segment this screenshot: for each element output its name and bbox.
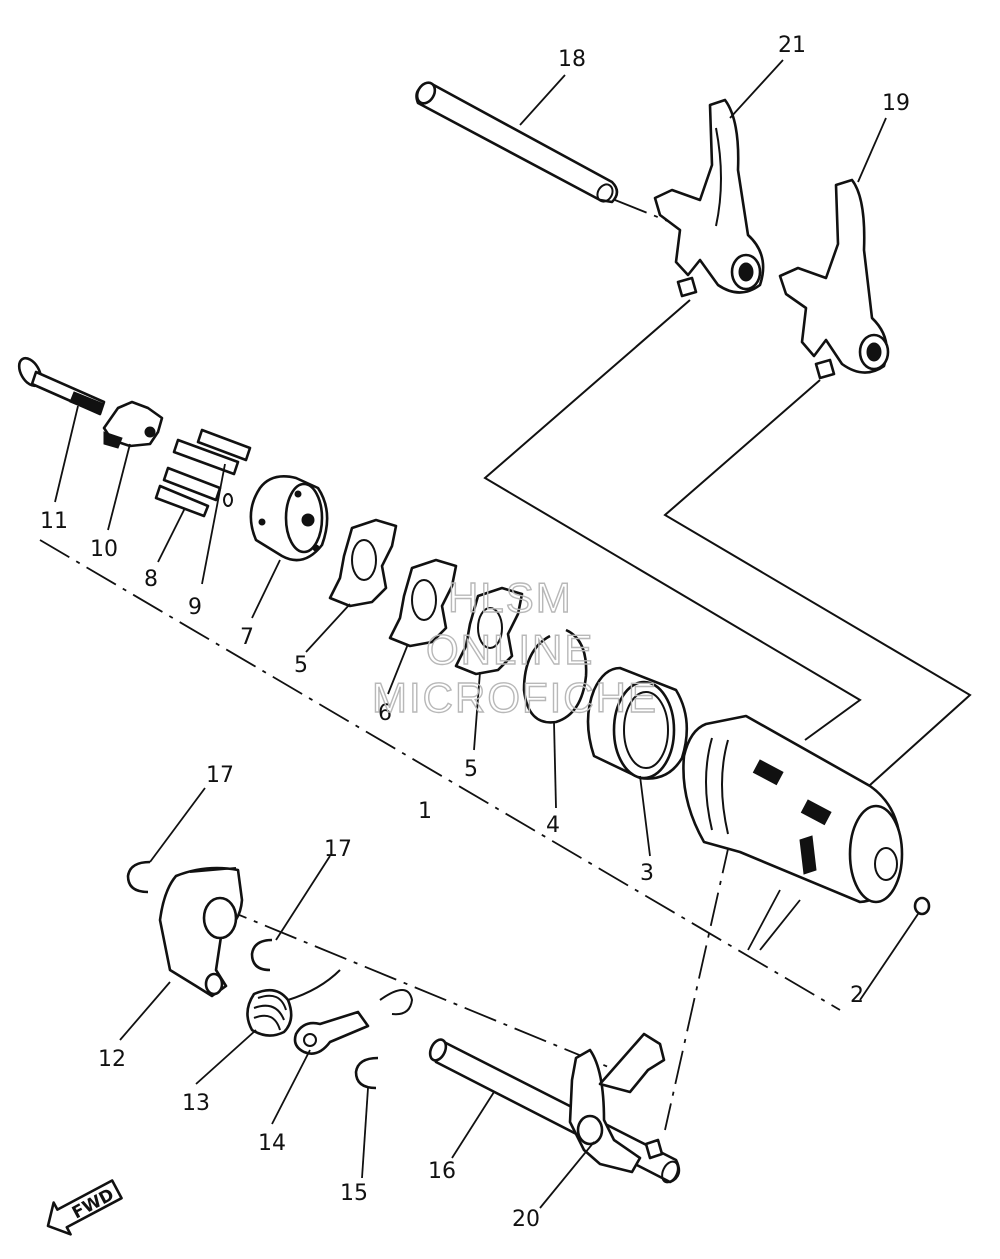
- callout-20: 20: [512, 1207, 540, 1232]
- guide-bar-18: [415, 81, 619, 204]
- leader-lines: [54, 59, 919, 1209]
- callout-18: 18: [558, 47, 586, 72]
- callout-3: 3: [640, 861, 654, 886]
- shift-fork-21: [653, 98, 765, 298]
- bearing-3: [586, 666, 689, 780]
- callout-17b: 17: [324, 837, 352, 862]
- callout-15: 15: [340, 1181, 368, 1206]
- callout-4: 4: [546, 813, 560, 838]
- callout-8: 8: [144, 567, 158, 592]
- stopper-lever-14: [293, 989, 414, 1055]
- pins-9: [154, 428, 252, 518]
- callout-2: 2: [850, 983, 864, 1008]
- watermark-line-3: MICROFICHE: [372, 674, 658, 721]
- dowel-pin-2: [913, 896, 931, 916]
- callout-13: 13: [182, 1091, 210, 1116]
- callout-11: 11: [40, 509, 68, 534]
- circlip-17a: [126, 860, 151, 894]
- callout-9: 9: [188, 595, 202, 620]
- stopper-plate-6: [388, 558, 458, 648]
- drum-segment-7: [249, 475, 329, 562]
- callout-5a: 5: [294, 653, 308, 678]
- callout-labels: 18 21 19 11 10 8 9 7 5 6 5 1 4 3 2 17 17…: [40, 33, 910, 1232]
- callout-12: 12: [98, 1047, 126, 1072]
- callout-7: 7: [240, 625, 254, 650]
- fwd-direction-badge: FWD: [46, 1179, 123, 1236]
- shift-fork-20: [568, 1032, 666, 1174]
- shift-lever-12: [158, 866, 244, 998]
- circlip-4: [522, 628, 588, 724]
- shift-drum-1: [682, 714, 904, 904]
- circlip-15: [354, 1056, 379, 1090]
- circlip-17b: [250, 938, 273, 972]
- callout-21: 21: [778, 33, 806, 58]
- callout-1: 1: [418, 799, 432, 824]
- callout-16: 16: [428, 1159, 456, 1184]
- shift-fork-19: [778, 178, 890, 380]
- segment-plate-10: [102, 400, 164, 449]
- bolt-11: [17, 356, 106, 416]
- callout-6: 6: [378, 701, 392, 726]
- watermark-line-1: HLSM: [448, 574, 573, 621]
- callout-19: 19: [882, 91, 910, 116]
- callout-10: 10: [90, 537, 118, 562]
- stopper-plate-5b: [454, 586, 524, 676]
- stopper-plate-5a: [328, 518, 398, 608]
- callout-5b: 5: [464, 757, 478, 782]
- spring-13: [246, 969, 341, 1037]
- watermark-line-2: ONLINE: [426, 626, 594, 673]
- callout-17a: 17: [206, 763, 234, 788]
- callout-14: 14: [258, 1131, 286, 1156]
- watermark: HLSM ONLINE MICROFICHE: [371, 573, 658, 721]
